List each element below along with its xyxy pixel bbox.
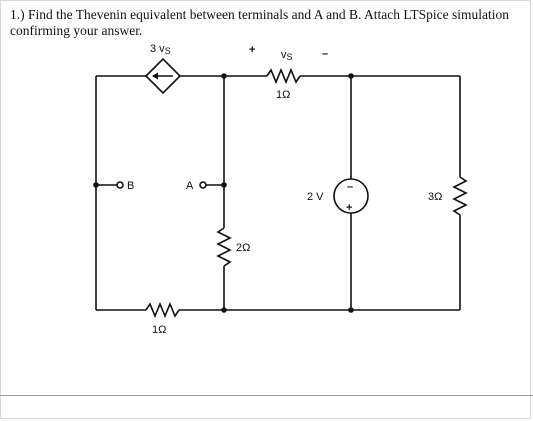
right-resistor-label: 3Ω	[428, 191, 442, 203]
question-line-2: confirming your answer.	[10, 23, 143, 38]
vs-minus-label: –	[322, 48, 328, 60]
top-resistor-label: 1Ω	[276, 89, 290, 101]
middle-resistor	[216, 227, 232, 267]
terminal-b-label: B	[127, 180, 134, 192]
junction-dot	[348, 73, 354, 79]
junction-dot	[348, 307, 354, 313]
terminal-a	[199, 181, 207, 189]
top-resistor	[266, 67, 301, 85]
right-resistor	[452, 176, 468, 216]
junction-dot	[221, 73, 227, 79]
voltage-source-minus: –	[347, 181, 353, 193]
question-text: 1.) Find the Thevenin equivalent between…	[10, 7, 520, 39]
terminal-b	[116, 181, 124, 189]
junction-dot	[221, 307, 227, 313]
vs-plus-label: +	[249, 44, 255, 56]
junction-dot	[221, 182, 227, 188]
terminal-a-label: A	[186, 180, 194, 192]
junction-dot	[93, 182, 99, 188]
bottom-divider	[0, 395, 533, 396]
voltage-source-plus: +	[346, 202, 352, 214]
middle-resistor-label: 2Ω	[236, 242, 250, 254]
dependent-current-source	[144, 57, 182, 95]
bottom-resistor	[145, 301, 180, 319]
vs-label: vS	[281, 49, 293, 62]
dependent-source-label: 3 vS	[150, 43, 171, 56]
question-line-1: 1.) Find the Thevenin equivalent between…	[10, 7, 510, 22]
voltage-source-label: 2 V	[307, 191, 324, 203]
bottom-resistor-label: 1Ω	[152, 324, 166, 336]
